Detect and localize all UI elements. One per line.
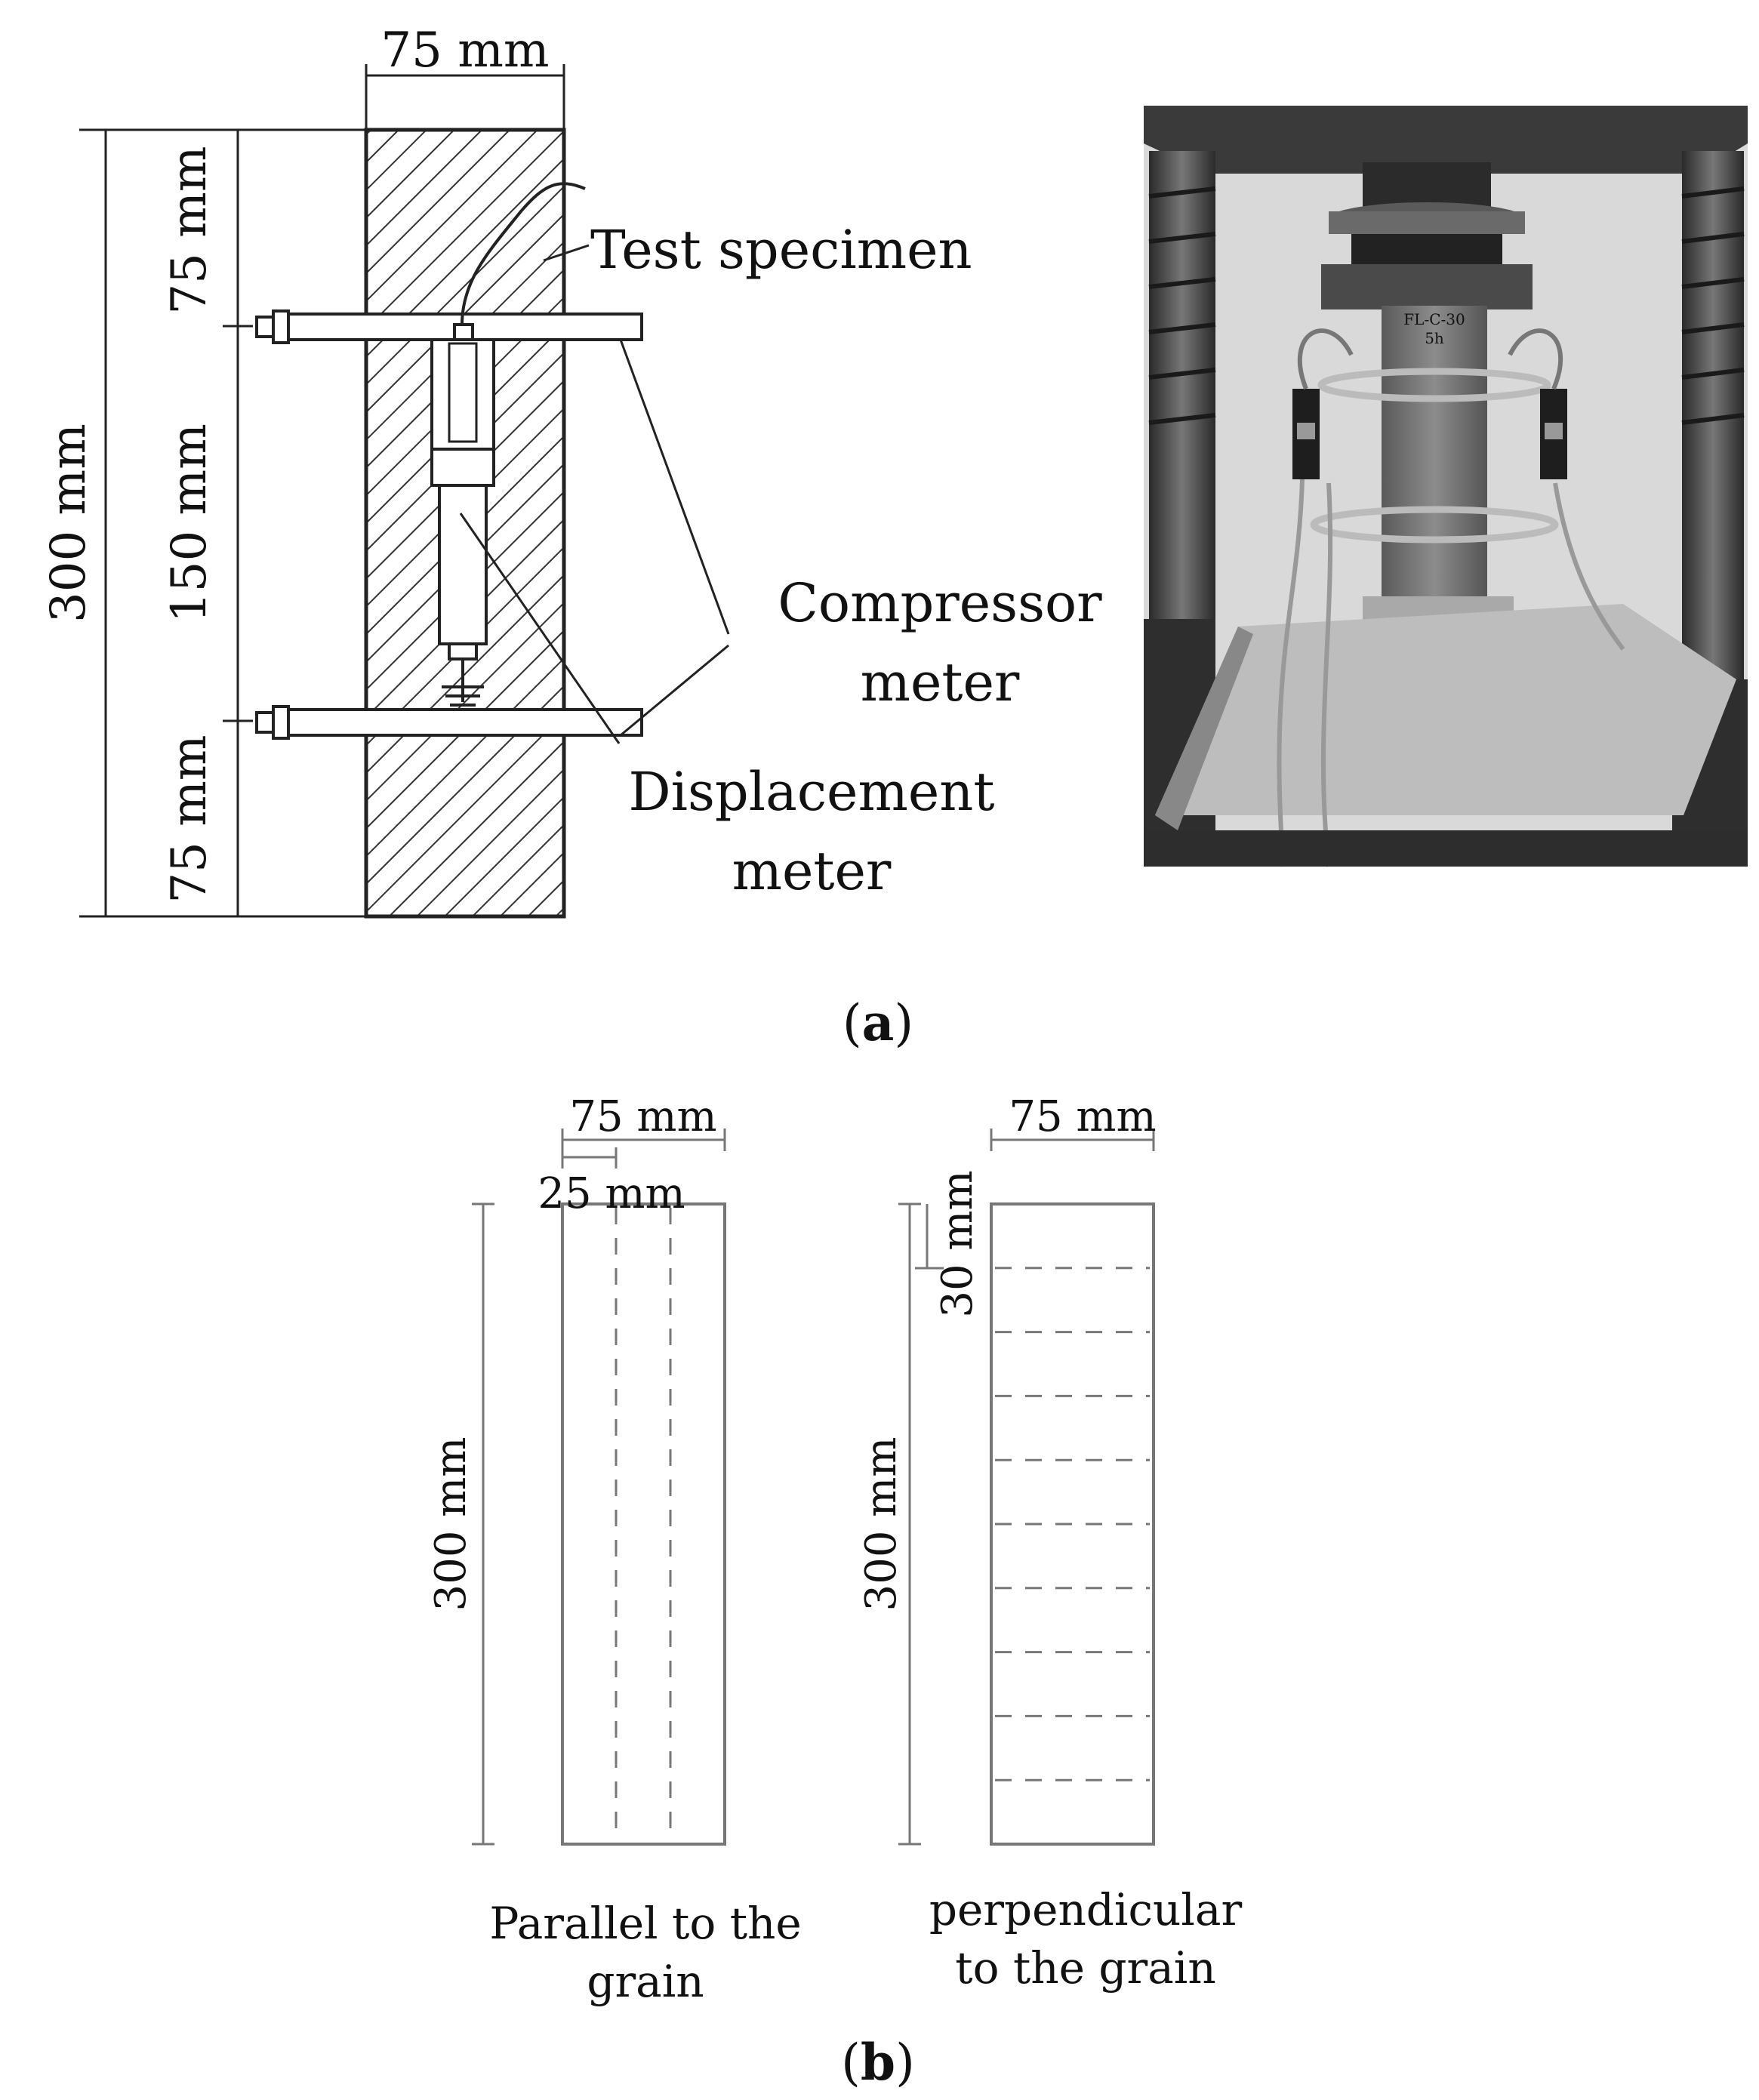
parallel-spacing-label: 25 mm xyxy=(538,1169,685,1218)
specimen-tag-2: 5h xyxy=(1425,329,1444,347)
dimension-label-75mm-top: 75 mm xyxy=(162,146,217,314)
label-test-specimen: Test specimen xyxy=(590,219,972,281)
panel-a-schematic: 75 mm 300 mm 75 mm 150 mm 75 mm xyxy=(41,23,1102,919)
label-compressor-line1: Compressor xyxy=(778,572,1102,634)
test-setup-photo: FL-C-30 5h xyxy=(1144,106,1748,867)
panel-b-parallel: 75 mm 25 mm 300 mm Parallel to the grain xyxy=(427,1092,802,2007)
perpendicular-spacing-label: 30 mm xyxy=(933,1170,982,1317)
dimension-segments: 75 mm 150 mm 75 mm xyxy=(162,130,253,916)
dimension-total-height: 300 mm xyxy=(41,128,366,918)
dimension-label-150mm: 150 mm xyxy=(162,423,217,623)
label-compressor-line2: meter xyxy=(861,651,1020,713)
caption-a: (a) xyxy=(843,993,913,1052)
perpendicular-label-line1: perpendicular xyxy=(929,1884,1243,1935)
caption-b: (b) xyxy=(841,2033,915,2092)
dimension-width-top: 75 mm xyxy=(365,23,565,130)
parallel-label-line2: grain xyxy=(587,1956,704,2007)
displacement-meter xyxy=(430,182,586,707)
leader-lines xyxy=(459,244,730,744)
dimension-label-75mm-width: 75 mm xyxy=(380,23,549,79)
parallel-height-label: 300 mm xyxy=(427,1437,476,1612)
perpendicular-label-line2: to the grain xyxy=(955,1942,1215,1994)
parallel-label-line1: Parallel to the xyxy=(489,1898,801,1949)
label-displacement-line2: meter xyxy=(732,840,892,902)
specimen-parallel xyxy=(561,1202,726,1846)
label-displacement-line1: Displacement xyxy=(628,761,994,823)
perpendicular-width-label: 75 mm xyxy=(1009,1092,1156,1141)
parallel-width-label: 75 mm xyxy=(569,1092,716,1141)
panel-b-perpendicular: 75 mm 30 mm 300 mm perpendicular to the … xyxy=(857,1092,1242,1994)
dimension-label-75mm-bottom: 75 mm xyxy=(162,734,217,903)
perpendicular-height-label: 300 mm xyxy=(857,1437,906,1612)
perpendicular-grain-lines xyxy=(995,1267,1150,1781)
dimension-label-300mm: 300 mm xyxy=(41,423,97,623)
specimen-marking: FL-C-30 5h xyxy=(1403,310,1465,347)
specimen-tag-1: FL-C-30 xyxy=(1403,310,1465,328)
